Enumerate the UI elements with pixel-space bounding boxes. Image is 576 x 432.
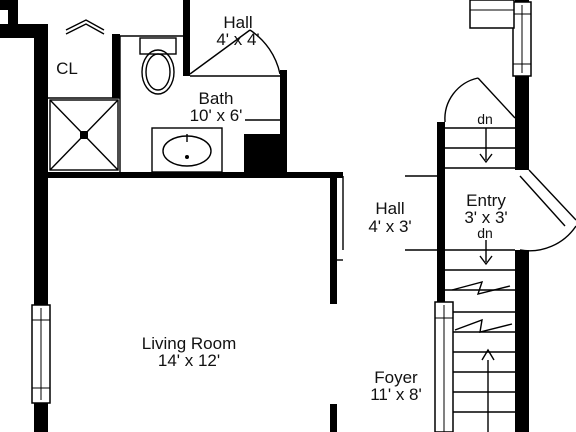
toilet <box>139 37 177 95</box>
hall-top-dims: 4' x 4' <box>216 30 259 49</box>
hall-mid-name: Hall <box>375 199 404 218</box>
window-right-upper <box>512 1 532 77</box>
window-left-lower <box>31 304 51 404</box>
hall-top-name: Hall <box>223 13 252 32</box>
foyer-dims: 11' x 8' <box>370 385 422 404</box>
closet-name: CL <box>56 59 78 78</box>
sink <box>151 127 223 173</box>
window-foyer <box>434 301 454 432</box>
entry-dims: 3' x 3' <box>464 208 507 227</box>
interior-lines <box>48 19 437 261</box>
lower-stair <box>453 311 515 432</box>
entry-door <box>519 169 576 252</box>
living-room-dims: 14' x 12' <box>158 351 220 370</box>
foyer-name: Foyer <box>374 368 418 387</box>
upper-stair <box>445 127 515 295</box>
room-labels: Hall 4' x 4' CL Bath 10' x 6' Hall 4' x … <box>56 13 508 404</box>
hall-mid-dims: 4' x 3' <box>368 217 411 236</box>
upper-stair-door <box>444 77 516 123</box>
lower-stair-label: dn <box>477 225 493 241</box>
living-room-name: Living Room <box>142 334 237 353</box>
bath-name: Bath <box>199 89 234 108</box>
top-right-fixture <box>469 0 515 29</box>
hall-door <box>189 29 281 77</box>
bath-dims: 10' x 6' <box>190 106 243 125</box>
shower <box>49 99 119 171</box>
upper-stair-label: dn <box>477 111 493 127</box>
entry-name: Entry <box>466 191 506 210</box>
